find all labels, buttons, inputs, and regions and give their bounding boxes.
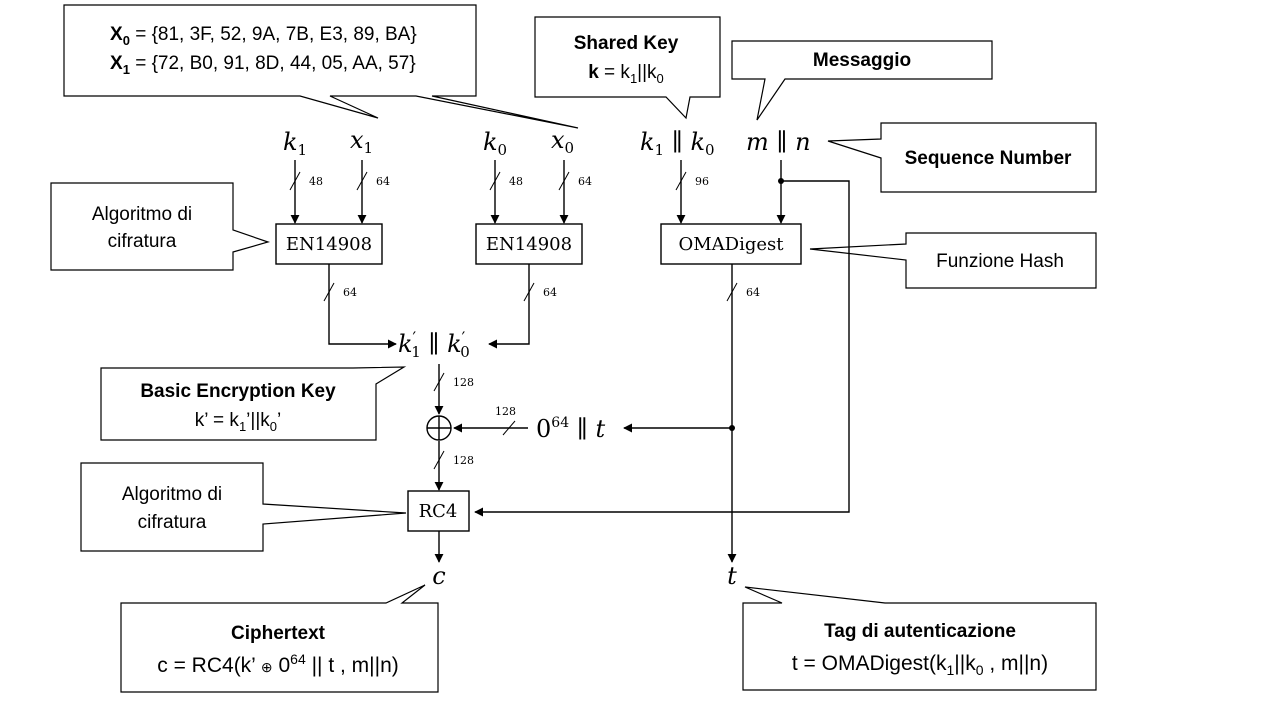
- rc4-box: RC4: [407, 490, 470, 532]
- basic-key-formula: k’ = k1’||k0’: [195, 410, 281, 434]
- concat-key-label: k′1 ∥ k′0: [398, 328, 470, 361]
- wire-en1-out: [328, 264, 397, 349]
- en14908-label-1: EN14908: [286, 234, 372, 255]
- en14908-label-2: EN14908: [486, 234, 572, 255]
- funzione-hash-label: Funzione Hash: [936, 251, 1064, 272]
- algoritmo-top-line1: Algoritmo di: [92, 204, 192, 225]
- input-message-seq: m ∥ n: [746, 128, 811, 156]
- xor-symbol: [426, 415, 452, 441]
- width-x1: 64: [376, 175, 390, 188]
- width-en1-out: 64: [343, 286, 357, 299]
- width-x0: 64: [578, 175, 592, 188]
- input-k0: k0: [483, 128, 507, 159]
- wire-en2-out: [488, 264, 530, 349]
- width-oma-out: 64: [746, 286, 760, 299]
- messaggio-label: Messaggio: [813, 50, 911, 71]
- algoritmo-top-line2: cifratura: [108, 231, 177, 252]
- sequence-number-label: Sequence Number: [905, 148, 1072, 169]
- input-labels: k1 x1 k0 x0 k1 ∥ k0 m ∥ n: [283, 126, 811, 159]
- width-key-to-xor: 128: [453, 376, 474, 389]
- width-en2-out: 64: [543, 286, 557, 299]
- width-shared-key: 96: [695, 175, 709, 188]
- input-x0: x0: [551, 126, 574, 157]
- algoritmo-bottom-callout: Algoritmo di cifratura: [80, 462, 407, 552]
- omadigest-box: OMADigest: [660, 223, 802, 265]
- x1-line: X1 = {72, B0, 91, 8D, 44, 05, AA, 57}: [110, 53, 416, 77]
- x-values-callout: X0 = {81, 3F, 52, 9A, 7B, E3, 89, BA} X1…: [63, 4, 579, 129]
- width-k0: 48: [509, 175, 523, 188]
- messaggio-callout: Messaggio: [731, 40, 993, 121]
- wires: [290, 160, 850, 563]
- x0-line: X0 = {81, 3F, 52, 9A, 7B, E3, 89, BA}: [110, 24, 417, 48]
- junction-message: [778, 178, 784, 184]
- bus-width-labels: 48 64 48 64 96 64 64 64 128 128 128: [309, 175, 760, 467]
- shared-key-callout: Shared Key k = k1||k0: [534, 16, 721, 120]
- en14908-box-2: EN14908: [475, 223, 583, 265]
- ciphertext-callout: Ciphertext c = RC4(k’ ⊕ 064 || t , m||n): [120, 584, 439, 693]
- algoritmo-bottom-line2: cifratura: [138, 512, 207, 533]
- pad-label: 064 ∥ t: [536, 415, 605, 443]
- width-k1: 48: [309, 175, 323, 188]
- sequence-number-callout: Sequence Number: [827, 122, 1097, 193]
- algoritmo-top-callout: Algoritmo di cifratura: [50, 182, 271, 271]
- en14908-box-1: EN14908: [275, 223, 383, 265]
- omadigest-label: OMADigest: [678, 234, 784, 255]
- shared-key-title: Shared Key: [574, 33, 679, 54]
- basic-key-title: Basic Encryption Key: [140, 381, 336, 402]
- ciphertext-title: Ciphertext: [231, 623, 326, 644]
- output-c: c: [432, 562, 445, 590]
- algoritmo-bottom-line1: Algoritmo di: [122, 484, 222, 505]
- ciphertext-formula: c = RC4(k’ ⊕ 064 || t , m||n): [157, 651, 399, 677]
- tag-callout: Tag di autenticazione t = OMADigest(k1||…: [742, 586, 1097, 691]
- shared-key-formula: k = k1||k0: [588, 62, 664, 86]
- output-t: t: [727, 562, 737, 590]
- junction-tag: [729, 425, 735, 431]
- wire-message-to-rc4: [474, 180, 850, 517]
- basic-key-callout: Basic Encryption Key k’ = k1’||k0’: [100, 366, 407, 441]
- input-x1: x1: [350, 126, 373, 157]
- bus-slashes: [289, 171, 738, 470]
- funzione-hash-callout: Funzione Hash: [809, 232, 1097, 289]
- tag-formula: t = OMADigest(k1||k0 , m||n): [792, 652, 1048, 678]
- tag-title: Tag di autenticazione: [824, 621, 1016, 642]
- width-pad-to-xor: 128: [495, 405, 516, 418]
- input-k1k0: k1 ∥ k0: [640, 128, 715, 159]
- input-k1: k1: [283, 128, 307, 159]
- width-xor-to-rc4: 128: [453, 454, 474, 467]
- rc4-label: RC4: [419, 501, 458, 522]
